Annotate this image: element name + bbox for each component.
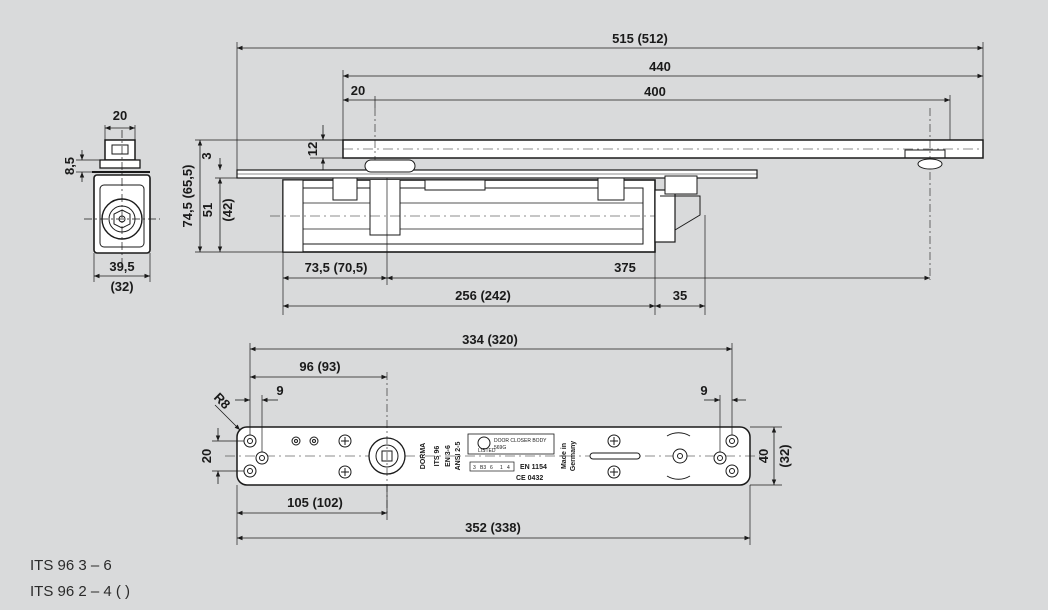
ansi-rating-label: ANSI 2-5: [455, 442, 462, 471]
ul-text-label: DOOR CLOSER BODY: [494, 438, 547, 444]
corner-radius-label: R8: [211, 390, 233, 412]
arm-length-label: 440: [649, 59, 671, 74]
caption-model-range-1: ITS 96 3 – 6: [30, 557, 112, 574]
body-length-label: 256 (242): [455, 288, 511, 303]
brand-label: DORMA: [420, 443, 427, 469]
size-4: 1: [500, 465, 503, 471]
left-hole-offset-label: 9: [276, 383, 283, 398]
arm-thickness-label: 12: [305, 142, 320, 156]
origin-line-1: Made in: [561, 443, 568, 469]
pivot-offset-label: 73,5 (70,5): [305, 260, 368, 275]
arm-offset-label: 20: [351, 83, 365, 98]
side-width-bottom-label: 39,5: [109, 259, 134, 274]
size-3: 6: [490, 465, 493, 471]
plate-height-alt-label: (32): [777, 444, 792, 467]
end-cap-label: 35: [673, 288, 687, 303]
en-rating-label: EN 3-6: [445, 445, 452, 467]
side-width-bottom-alt-label: (32): [110, 279, 133, 294]
model-label: ITS 96: [434, 446, 441, 467]
hole-spacing-label: 20: [199, 449, 214, 463]
body-height-alt-label: (42): [220, 198, 235, 221]
caption-model-range-2: ITS 96 2 – 4 ( ): [30, 583, 131, 600]
pivot-to-pin-label: 375: [614, 260, 636, 275]
arm-pin-spacing-label: 400: [644, 84, 666, 99]
side-width-top-label: 20: [113, 108, 127, 123]
right-hole-offset-label: 9: [700, 383, 707, 398]
ul-code-label: 569G: [494, 445, 506, 451]
side-height-top-label: 8,5: [62, 157, 77, 175]
standard-label: EN 1154: [520, 464, 547, 471]
front-view: [195, 42, 984, 315]
size-5: 4: [507, 465, 510, 471]
plate-thickness-label: 3: [199, 152, 214, 159]
pivot-position-label: 96 (93): [299, 359, 340, 374]
ul-listed-label: LISTED: [478, 448, 496, 454]
size-2: B3: [480, 465, 486, 471]
total-length-label: 515 (512): [612, 31, 668, 46]
side-view: [76, 125, 160, 282]
pivot-bottom-label: 105 (102): [287, 495, 343, 510]
plate-view: [212, 343, 782, 545]
ce-label: CE 0432: [516, 475, 543, 482]
plate-length-label: 352 (338): [465, 520, 521, 535]
plate-height-label: 40: [756, 449, 771, 463]
origin-line-2: Germany: [570, 441, 577, 471]
overall-height-label: 74,5 (65,5): [180, 165, 195, 228]
hole-span-label: 334 (320): [462, 332, 518, 347]
body-height-label: 51: [200, 203, 215, 217]
size-1: 3: [473, 465, 476, 471]
